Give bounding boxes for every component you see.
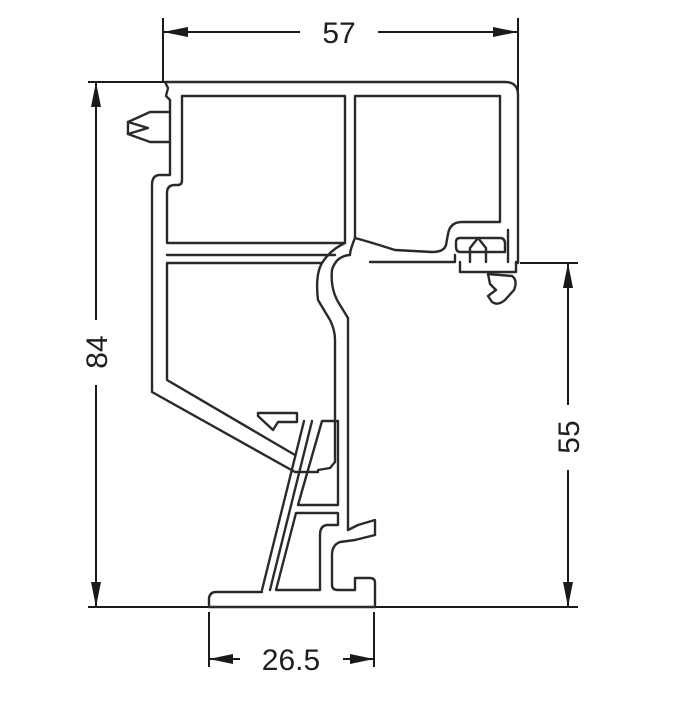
profile-diagonal-webs: [260, 419, 314, 592]
profile-section: [126, 80, 520, 609]
dimension-label-57: 57: [322, 17, 355, 50]
dimension-label-55: 55: [553, 420, 586, 453]
chamber-lower-mid: [274, 511, 340, 592]
arrow-down-icon: [563, 582, 573, 607]
profile-lobe: [320, 236, 357, 532]
profile-base-foot: [207, 590, 377, 609]
dimension-overall-height: 84: [81, 81, 208, 608]
profile-clip: [126, 110, 172, 144]
chamber-upper-right: [353, 94, 502, 254]
chamber-upper-left: [165, 94, 347, 245]
chamber-lower-upper: [296, 419, 340, 507]
seal-gasket: [454, 236, 518, 305]
dimension-label-84: 84: [81, 335, 114, 368]
arrow-down-icon: [91, 582, 101, 607]
arrow-up-icon: [91, 82, 101, 107]
arrow-up-icon: [563, 263, 573, 288]
dimension-right-height: 55: [376, 262, 586, 608]
arrow-right-icon: [493, 27, 518, 37]
arrow-right-icon: [350, 654, 374, 664]
arrow-left-icon: [163, 27, 188, 37]
profile-right-channel: [330, 518, 377, 609]
dimension-label-26-5: 26.5: [262, 644, 320, 677]
profile-outer-shell: [150, 80, 520, 474]
profile-curved-web: [165, 261, 337, 472]
dimension-top-width: 57: [162, 17, 519, 95]
profile-hook: [256, 411, 299, 432]
dimension-base-width: 26.5: [208, 612, 375, 677]
arrow-left-icon: [209, 654, 233, 664]
